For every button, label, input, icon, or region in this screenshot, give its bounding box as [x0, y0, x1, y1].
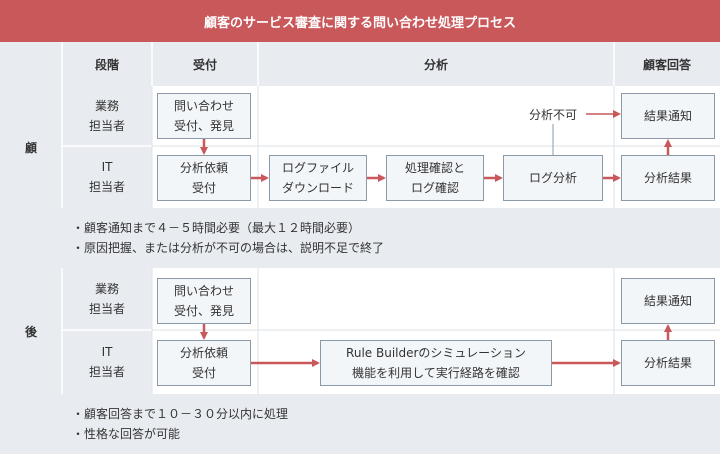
header-analysis: 分析	[423, 57, 448, 72]
before-role-bg	[62, 86, 152, 208]
note-line: ・性格な回答が可能	[72, 427, 181, 441]
box-line: 機能を利用して実行経路を確認	[352, 366, 520, 380]
role-line: 業務	[94, 99, 119, 113]
before-result-notice-box: 結果通知	[621, 93, 715, 139]
box-line: ログ分析	[528, 171, 577, 185]
role-line: 担当者	[88, 365, 125, 379]
after-notes: ・顧客回答まで１０－３０分以内に処理 ・性格な回答が可能	[72, 404, 712, 448]
box-line: ログ確認	[410, 181, 459, 195]
note-line: ・顧客通知まで４－５時間必要（最大１２時間必要）	[72, 221, 361, 235]
analysis-impossible-label: 分析不可	[528, 108, 577, 122]
diagram-title: 顧客のサービス審査に関する問い合わせ処理プロセス	[0, 0, 720, 42]
box-line: 受付	[191, 366, 216, 380]
box-line: 分析依頼	[179, 346, 228, 360]
box-line: 分析結果	[643, 356, 692, 370]
before-log-download-box: ログファイル ダウンロード	[269, 155, 367, 201]
after-inquiry-box: 問い合わせ 受付、発見	[157, 278, 251, 324]
header-row-bg	[0, 42, 720, 86]
before-notes: ・顧客通知まで４－５時間必要（最大１２時間必要） ・原因把握、または分析が不可の…	[72, 218, 712, 262]
box-line: Rule Builderのシミュレーション	[346, 346, 526, 360]
after-analysis-result-box: 分析結果	[621, 340, 715, 386]
after-analysis-request-box: 分析依頼 受付	[157, 340, 251, 386]
role-line: 担当者	[88, 302, 125, 316]
role-line: 業務	[94, 282, 119, 296]
box-line: 処理確認と	[404, 161, 465, 175]
before-inquiry-box: 問い合わせ 受付、発見	[157, 93, 251, 139]
note-line: ・原因把握、または分析が不可の場合は、説明不足で終了	[72, 241, 385, 255]
after-side-bg	[0, 268, 62, 394]
before-label: 顧	[24, 140, 37, 155]
box-line: 受付	[191, 181, 216, 195]
header-response: 顧客回答	[642, 57, 691, 72]
role-line: 担当者	[88, 180, 125, 194]
before-log-analysis-box: ログ分析	[503, 155, 603, 201]
before-analysis-request-box: 分析依頼 受付	[157, 155, 251, 201]
before-role-business: 業務 担当者	[62, 86, 152, 146]
box-line: 結果通知	[643, 294, 692, 308]
role-line: IT	[101, 345, 113, 359]
box-line: 分析結果	[643, 171, 692, 185]
box-line: 結果通知	[643, 109, 692, 123]
after-simulation-box: Rule Builderのシミュレーション 機能を利用して実行経路を確認	[320, 340, 552, 386]
box-line: ダウンロード	[281, 181, 354, 195]
before-process-check-box: 処理確認と ログ確認	[386, 155, 484, 201]
role-line: IT	[101, 160, 113, 174]
box-line: 受付、発見	[173, 304, 234, 318]
header-stage: 段階	[94, 57, 119, 72]
after-notes-bg	[0, 394, 720, 454]
after-result-notice-box: 結果通知	[621, 278, 715, 324]
role-line: 担当者	[88, 119, 125, 133]
before-notes-bg	[0, 208, 720, 268]
box-line: 分析依頼	[179, 161, 228, 175]
after-role-it: IT 担当者	[62, 330, 152, 394]
after-label: 後	[24, 324, 37, 339]
box-line: 問い合わせ	[173, 284, 234, 298]
note-line: ・顧客回答まで１０－３０分以内に処理	[72, 407, 289, 421]
box-line: ログファイル	[281, 161, 354, 175]
after-role-business: 業務 担当者	[62, 268, 152, 330]
box-line: 受付、発見	[173, 119, 234, 133]
before-role-it: IT 担当者	[62, 146, 152, 208]
box-line: 問い合わせ	[173, 99, 234, 113]
before-side-bg	[0, 86, 62, 208]
after-role-bg	[62, 268, 152, 394]
before-analysis-result-box: 分析結果	[621, 155, 715, 201]
header-reception: 受付	[192, 57, 217, 72]
